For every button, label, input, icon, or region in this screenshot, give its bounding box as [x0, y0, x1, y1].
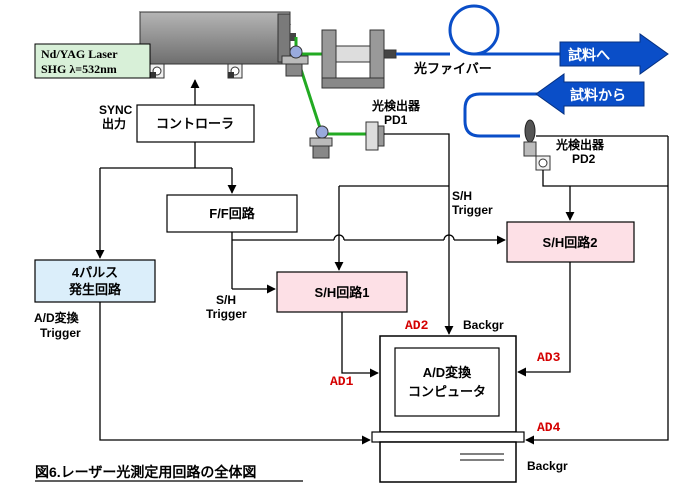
sh-trigger-top-line1: S/H	[452, 189, 472, 203]
computer-monitor: A/D変換 コンピュータ	[379, 335, 517, 433]
laser-head	[138, 11, 296, 65]
controller-label: コントローラ	[156, 116, 234, 131]
sh-circuit-2-label: S/H回路2	[543, 235, 598, 250]
optical-fiber	[396, 4, 560, 138]
sh-trigger-top-line2: Trigger	[452, 203, 493, 217]
computer-label-line1: A/D変換	[423, 365, 472, 380]
pd2-label-line2: PD2	[572, 152, 596, 166]
pulse-generator-line1: 4パルス	[72, 265, 118, 280]
computer-label-line2: コンピュータ	[408, 384, 486, 399]
sync-label-line2: 出力	[102, 116, 126, 131]
sh-circuit-2-box: S/H回路2	[506, 221, 635, 263]
ff-circuit-box: F/F回路	[166, 194, 298, 233]
mirror-mount	[309, 125, 333, 159]
to-sample-label: 試料へ	[568, 47, 610, 63]
to-sample-arrow: 試料へ	[559, 33, 669, 75]
from-sample-arrow: 試料から	[535, 73, 645, 115]
pd2-detector	[523, 119, 551, 171]
fiber-coupler-stage	[321, 29, 397, 89]
computer-base	[371, 431, 525, 483]
pd1-label-line1: 光検出器	[371, 98, 421, 113]
ad-trigger-line2: Trigger	[40, 326, 81, 340]
pd1-detector	[365, 121, 385, 151]
ad3-label: AD3	[537, 350, 561, 365]
ad2-label: AD2	[405, 318, 429, 333]
ff-label: F/F回路	[209, 206, 255, 221]
sh-trigger-left-line1: S/H	[216, 293, 236, 307]
laser-label-line2: SHG λ=532nm	[41, 62, 117, 76]
laser-feet	[149, 63, 243, 79]
ad1-label: AD1	[330, 374, 354, 389]
ad4-label: AD4	[537, 420, 561, 435]
sh-circuit-1-box: S/H回路1	[276, 271, 408, 313]
signal-wires	[95, 79, 669, 445]
sh-trigger-left-line2: Trigger	[206, 307, 247, 321]
backgr-label-2: Backgr	[527, 459, 568, 473]
laser-label-box: Nd/YAG Laser SHG λ=532nm	[34, 43, 151, 79]
pulse-generator-box: 4パルス 発生回路	[34, 259, 156, 303]
backgr-label-1: Backgr	[463, 318, 504, 332]
beam-splitter-mount	[281, 45, 309, 77]
controller-box: コントローラ	[136, 104, 255, 143]
pd2-label-line1: 光検出器	[555, 137, 605, 152]
fiber-label: 光ファイバー	[413, 61, 492, 76]
laser-label-line1: Nd/YAG Laser	[41, 47, 118, 61]
ad-trigger-line1: A/D変換	[34, 310, 80, 325]
figure-caption: 図6.レーザー光測定用回路の全体図	[35, 464, 256, 480]
pd1-label-line2: PD1	[384, 113, 408, 127]
sync-label-line1: SYNC	[99, 103, 133, 117]
pulse-generator-line2: 発生回路	[68, 282, 122, 297]
from-sample-label: 試料から	[570, 87, 626, 103]
sh-circuit-1-label: S/H回路1	[315, 285, 370, 300]
